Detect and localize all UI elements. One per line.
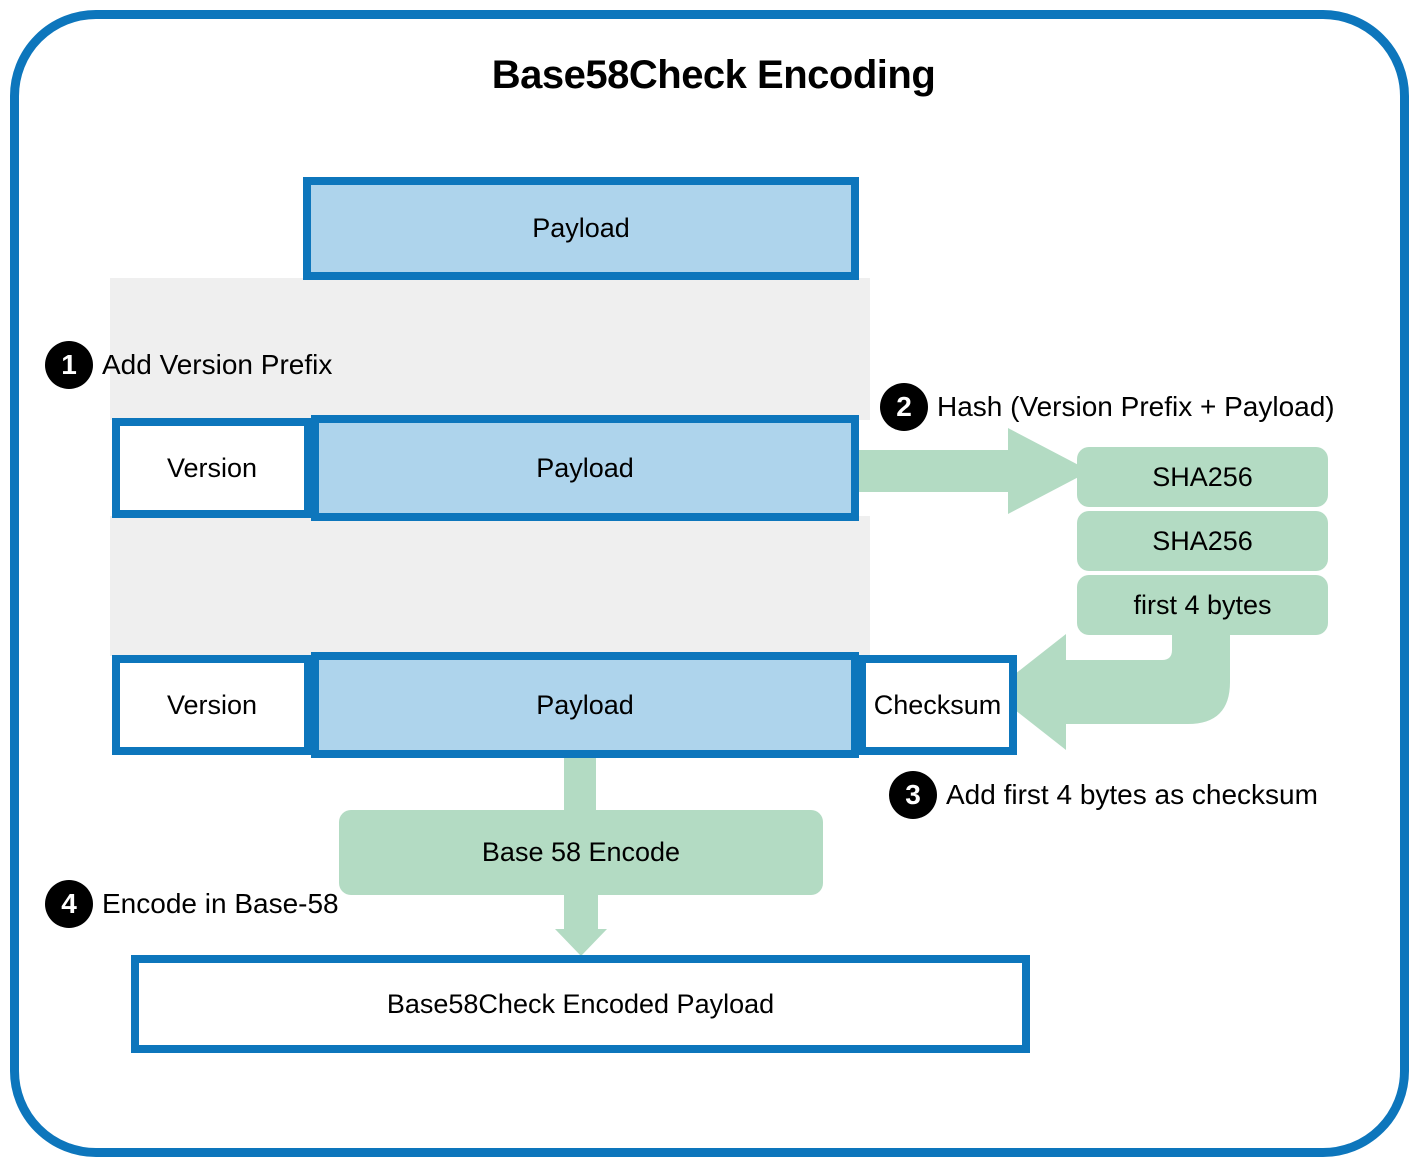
page-title: Base58Check Encoding xyxy=(491,53,936,97)
step-2-label: Hash (Version Prefix + Payload) xyxy=(937,391,1335,422)
hash-box-first-4-bytes: first 4 bytes xyxy=(1077,575,1328,635)
row1-payload-box: Payload xyxy=(303,177,859,280)
row2-version-box: Version xyxy=(112,418,312,518)
step-1: 1 Add Version Prefix xyxy=(45,341,332,389)
step-2-badge: 2 xyxy=(880,383,928,431)
step-3: 3 Add first 4 bytes as checksum xyxy=(889,771,1318,819)
row2-payload-box: Payload xyxy=(311,415,859,521)
connector-payload-row2-row3 xyxy=(110,516,870,656)
arrow-first4bytes-to-checksum xyxy=(992,620,1230,750)
arrow-payload-to-sha256 xyxy=(858,428,1090,514)
step-4: 4 Encode in Base-58 xyxy=(45,880,339,928)
hash-box-sha256-2: SHA256 xyxy=(1077,511,1328,571)
step-4-label: Encode in Base-58 xyxy=(102,888,339,919)
row3-version-box: Version xyxy=(112,655,312,755)
diagram-frame xyxy=(10,10,1409,1157)
step-1-badge: 1 xyxy=(45,341,93,389)
hash-box-sha256-1: SHA256 xyxy=(1077,447,1328,507)
arrow-encode-to-result xyxy=(555,893,607,956)
row3-payload-box: Payload xyxy=(311,652,859,758)
result-box: Base58Check Encoded Payload xyxy=(131,955,1030,1053)
step-1-label: Add Version Prefix xyxy=(102,349,333,380)
connector-payload-row1-row2 xyxy=(110,278,870,420)
step-2: 2 Hash (Version Prefix + Payload) xyxy=(880,383,1335,431)
step-3-badge: 3 xyxy=(889,771,937,819)
connector-row3-to-encode xyxy=(564,752,596,816)
step-3-label: Add first 4 bytes as checksum xyxy=(946,779,1318,810)
base58-encode-box: Base 58 Encode xyxy=(339,810,823,895)
row3-checksum-box: Checksum xyxy=(858,655,1017,755)
step-4-badge: 4 xyxy=(45,880,93,928)
